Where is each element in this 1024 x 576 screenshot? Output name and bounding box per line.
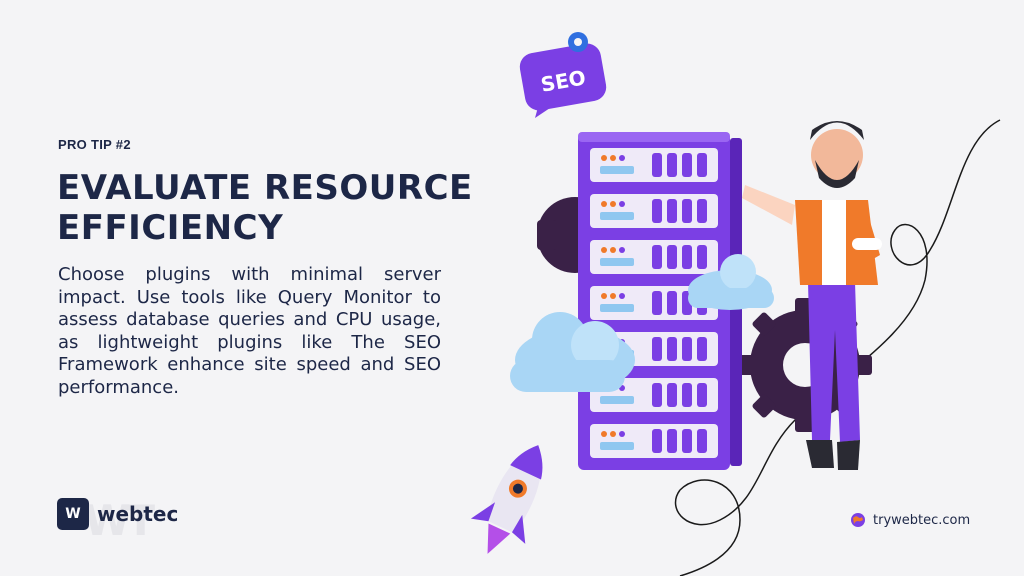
drive-slot (697, 337, 707, 361)
drive-slot (682, 153, 692, 177)
drive-slot (652, 383, 662, 407)
drive-slot (652, 245, 662, 269)
brand-name: webtec (97, 502, 179, 526)
status-light (601, 155, 607, 161)
drive-slot (667, 291, 677, 315)
drive-slot (652, 429, 662, 453)
drive-slot (697, 153, 707, 177)
status-light (619, 293, 625, 299)
drive-slot (682, 429, 692, 453)
gear-icon (568, 32, 588, 52)
globe-icon (851, 513, 865, 527)
server-display (600, 442, 634, 450)
status-light (619, 201, 625, 207)
logo-watermark: WT (84, 496, 155, 545)
body-text: Choose plugins with minimal server impac… (58, 264, 441, 398)
status-light (610, 293, 616, 299)
drive-slot (697, 245, 707, 269)
drive-slot (682, 337, 692, 361)
drive-slot (682, 245, 692, 269)
drive-slot (697, 383, 707, 407)
status-light (610, 247, 616, 253)
website-url: trywebtec.com (873, 512, 971, 528)
server-display (600, 166, 634, 174)
status-light (610, 431, 616, 437)
server-display (600, 258, 634, 266)
status-light (601, 293, 607, 299)
drive-slot (697, 429, 707, 453)
status-light (619, 155, 625, 161)
status-light (601, 431, 607, 437)
status-light (610, 201, 616, 207)
drive-slot (652, 337, 662, 361)
decorative-curve (674, 119, 1001, 526)
pro-tip-label: PRO TIP #2 (58, 137, 131, 152)
seo-badge: SEO (519, 32, 607, 118)
drive-slot (667, 337, 677, 361)
drive-slot (682, 383, 692, 407)
status-light (601, 201, 607, 207)
character (742, 121, 882, 470)
drive-slot (697, 199, 707, 223)
rocket-icon (470, 445, 543, 554)
status-light (619, 247, 625, 253)
drive-slot (667, 153, 677, 177)
cloud-icon (510, 312, 635, 392)
website-link[interactable]: trywebtec.com (850, 512, 970, 528)
page-title: EVALUATE RESOURCE EFFICIENCY (57, 168, 473, 248)
drive-slot (682, 199, 692, 223)
drive-slot (667, 383, 677, 407)
drive-slot (652, 153, 662, 177)
status-light (619, 431, 625, 437)
server-display (600, 304, 634, 312)
drive-slot (667, 429, 677, 453)
drive-slot (667, 245, 677, 269)
status-light (601, 247, 607, 253)
brand-logo[interactable]: W webtec (57, 498, 178, 530)
logo-mark-icon: W (57, 498, 89, 530)
cloud-small-icon (688, 254, 774, 310)
drive-slot (652, 291, 662, 315)
server-display (600, 212, 634, 220)
drive-slot (667, 199, 677, 223)
status-light (610, 155, 616, 161)
server-display (600, 396, 634, 404)
drive-slot (652, 199, 662, 223)
